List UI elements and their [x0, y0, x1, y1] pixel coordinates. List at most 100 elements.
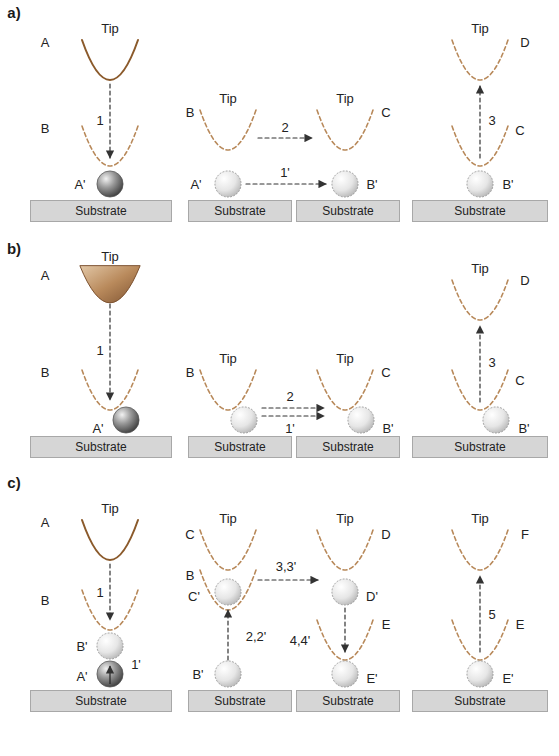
position-label: B	[41, 594, 50, 607]
particle	[97, 633, 123, 659]
particle	[97, 171, 123, 197]
particle	[215, 579, 241, 605]
motion-arrow	[109, 304, 110, 400]
particle	[332, 171, 358, 197]
position-label: D	[520, 36, 529, 49]
panel-letter: b)	[7, 241, 21, 256]
substrate-label: Substrate	[75, 440, 126, 454]
substrate-box: Substrate	[296, 690, 400, 712]
panel-letter: c)	[7, 475, 20, 490]
position-label: F	[521, 528, 529, 541]
particle	[215, 661, 241, 687]
tip-curve	[452, 126, 508, 166]
tip-curve	[200, 570, 256, 610]
particle	[97, 661, 123, 687]
position-label: B'	[382, 422, 393, 435]
tip-curve	[82, 40, 138, 80]
substrate-label: Substrate	[322, 694, 373, 708]
position-label: A'	[92, 422, 103, 435]
particle	[467, 171, 493, 197]
tip-curve	[200, 110, 256, 150]
position-label: C	[515, 374, 524, 387]
position-label: 3	[488, 356, 495, 369]
position-label: D	[381, 528, 390, 541]
tip-curve	[317, 110, 373, 150]
substrate-box: Substrate	[30, 200, 172, 222]
position-label: C	[515, 124, 524, 137]
particle	[483, 407, 509, 433]
substrate-label: Substrate	[322, 204, 373, 218]
position-label: 1	[96, 114, 103, 127]
position-label: E	[382, 618, 391, 631]
position-label: B	[186, 366, 195, 379]
position-label: B'	[366, 178, 377, 191]
position-label: Tip	[219, 92, 237, 105]
position-label: B	[41, 122, 50, 135]
position-label: Tip	[219, 512, 237, 525]
substrate-box: Substrate	[296, 200, 400, 222]
motion-arrow	[479, 576, 480, 652]
motion-arrow	[258, 579, 318, 580]
position-label: Tip	[471, 512, 489, 525]
substrate-box: Substrate	[412, 690, 548, 712]
position-label: E'	[502, 672, 513, 685]
position-label: B	[186, 106, 195, 119]
position-label: 3	[488, 114, 495, 127]
position-label: Tip	[336, 92, 354, 105]
particle	[348, 407, 374, 433]
position-label: Tip	[101, 250, 119, 263]
motion-arrow	[262, 415, 324, 416]
tip-cup	[80, 266, 140, 303]
position-label: C	[381, 106, 390, 119]
substrate-box: Substrate	[30, 690, 172, 712]
motion-arrow	[479, 326, 480, 402]
tip-curve	[452, 370, 508, 410]
position-label: D'	[366, 590, 378, 603]
substrate-label: Substrate	[454, 694, 505, 708]
position-label: C	[381, 366, 390, 379]
tip-curve	[317, 530, 373, 570]
position-label: 1	[96, 586, 103, 599]
tip-curve	[452, 280, 508, 320]
tip-curve	[82, 520, 138, 560]
tip-curve	[82, 126, 138, 166]
position-label: 2	[281, 121, 288, 134]
motion-arrow	[344, 608, 345, 652]
position-label: E'	[366, 672, 377, 685]
position-label: Tip	[101, 502, 119, 515]
position-label: 5	[488, 608, 495, 621]
position-label: B'	[192, 668, 203, 681]
position-label: 3,3'	[276, 560, 297, 573]
panel-letter: a)	[7, 5, 20, 20]
motion-arrow	[262, 407, 324, 408]
tip-curve	[200, 370, 256, 410]
position-label: A	[41, 516, 50, 529]
substrate-box: Substrate	[188, 690, 292, 712]
motion-arrow	[258, 137, 312, 138]
position-label: A'	[190, 178, 201, 191]
particle	[113, 407, 139, 433]
substrate-box: Substrate	[296, 436, 400, 458]
position-label: 1	[96, 344, 103, 357]
motion-arrow	[227, 610, 228, 660]
position-label: Tip	[471, 262, 489, 275]
particle	[332, 661, 358, 687]
substrate-box: Substrate	[188, 200, 292, 222]
position-label: 2	[286, 390, 293, 403]
motion-arrow	[109, 666, 110, 684]
position-label: Tip	[101, 22, 119, 35]
position-label: Tip	[219, 352, 237, 365]
position-label: B	[186, 569, 195, 582]
motion-arrow	[246, 183, 326, 184]
position-label: B'	[518, 422, 529, 435]
position-label: A	[41, 269, 50, 282]
tip-curve	[452, 620, 508, 660]
position-label: C	[185, 528, 194, 541]
particle	[215, 171, 241, 197]
tip-curve	[200, 530, 256, 570]
substrate-box: Substrate	[30, 436, 172, 458]
substrate-label: Substrate	[454, 440, 505, 454]
position-label: 1'	[285, 422, 295, 435]
motion-arrow	[109, 84, 110, 158]
position-label: 2,2'	[246, 630, 267, 643]
